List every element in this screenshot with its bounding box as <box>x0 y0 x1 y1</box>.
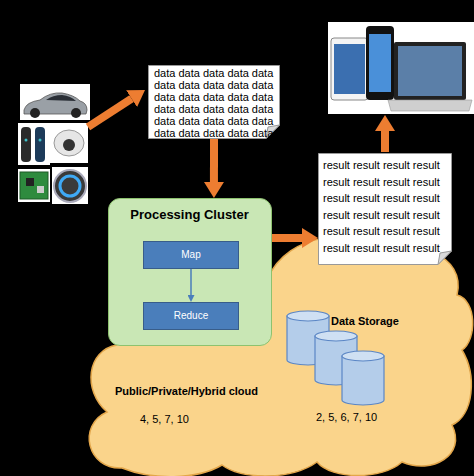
cylinder-top <box>342 351 384 361</box>
board-chip <box>37 186 44 193</box>
cylinder-top <box>287 311 329 321</box>
band-image <box>18 123 50 165</box>
tablet <box>331 38 368 100</box>
flow-arrow <box>272 234 302 242</box>
client-devices <box>328 22 474 114</box>
devices-image <box>328 22 474 114</box>
band-light <box>25 139 28 142</box>
result-document: result result result result result resul… <box>318 153 452 265</box>
process-box: Map <box>143 241 239 269</box>
flow-arrow <box>210 139 218 182</box>
car-wheel <box>30 108 40 118</box>
node-text: Processing Cluster <box>109 207 270 223</box>
node-text: Data Storage <box>331 314 399 328</box>
board-chip <box>26 178 34 186</box>
camera-lens <box>63 139 75 151</box>
board-image <box>18 169 50 202</box>
node-text: Public/Private/Hybrid cloud <box>115 384 258 398</box>
camera-image <box>50 123 88 163</box>
data-storage: Data Storage <box>285 310 405 405</box>
process-box: Reduce <box>143 302 239 330</box>
thermostat-ring <box>60 176 80 196</box>
input-arrow <box>88 99 132 127</box>
node-text: result result result result result resul… <box>323 157 449 256</box>
cylinder-top <box>315 331 357 341</box>
car-image <box>20 84 90 120</box>
car-body <box>24 93 87 114</box>
document-sheet <box>149 66 280 139</box>
data-document: data data data data data data data data … <box>148 65 280 139</box>
node-text: Reduce <box>144 303 238 329</box>
car-window <box>46 95 76 101</box>
wrist-band <box>21 127 31 162</box>
tablet-screen <box>334 44 365 94</box>
edge-group <box>191 139 302 295</box>
processing-cluster: Processing ClusterMapReduce <box>108 198 272 346</box>
document-sheet <box>319 154 452 265</box>
database-cylinder <box>342 351 384 405</box>
output-arrow <box>381 131 389 152</box>
band-light <box>39 139 42 142</box>
node-text: Map <box>144 242 238 268</box>
phone <box>366 26 394 100</box>
circuit-board <box>20 172 48 199</box>
laptop-screen <box>398 46 462 96</box>
thermostat-image <box>52 167 88 204</box>
wrist-band <box>35 127 45 162</box>
cylinder-body <box>342 356 384 405</box>
flow-arrow <box>190 269 192 295</box>
thermostat-body <box>54 170 86 202</box>
phone-screen <box>369 34 391 92</box>
iot-devices <box>18 84 90 204</box>
camera-dome <box>54 130 84 156</box>
car-wheel <box>71 108 81 118</box>
laptop-lid <box>394 42 466 100</box>
laptop-base <box>388 100 472 111</box>
node-text: data data data data data data data data … <box>154 67 278 139</box>
